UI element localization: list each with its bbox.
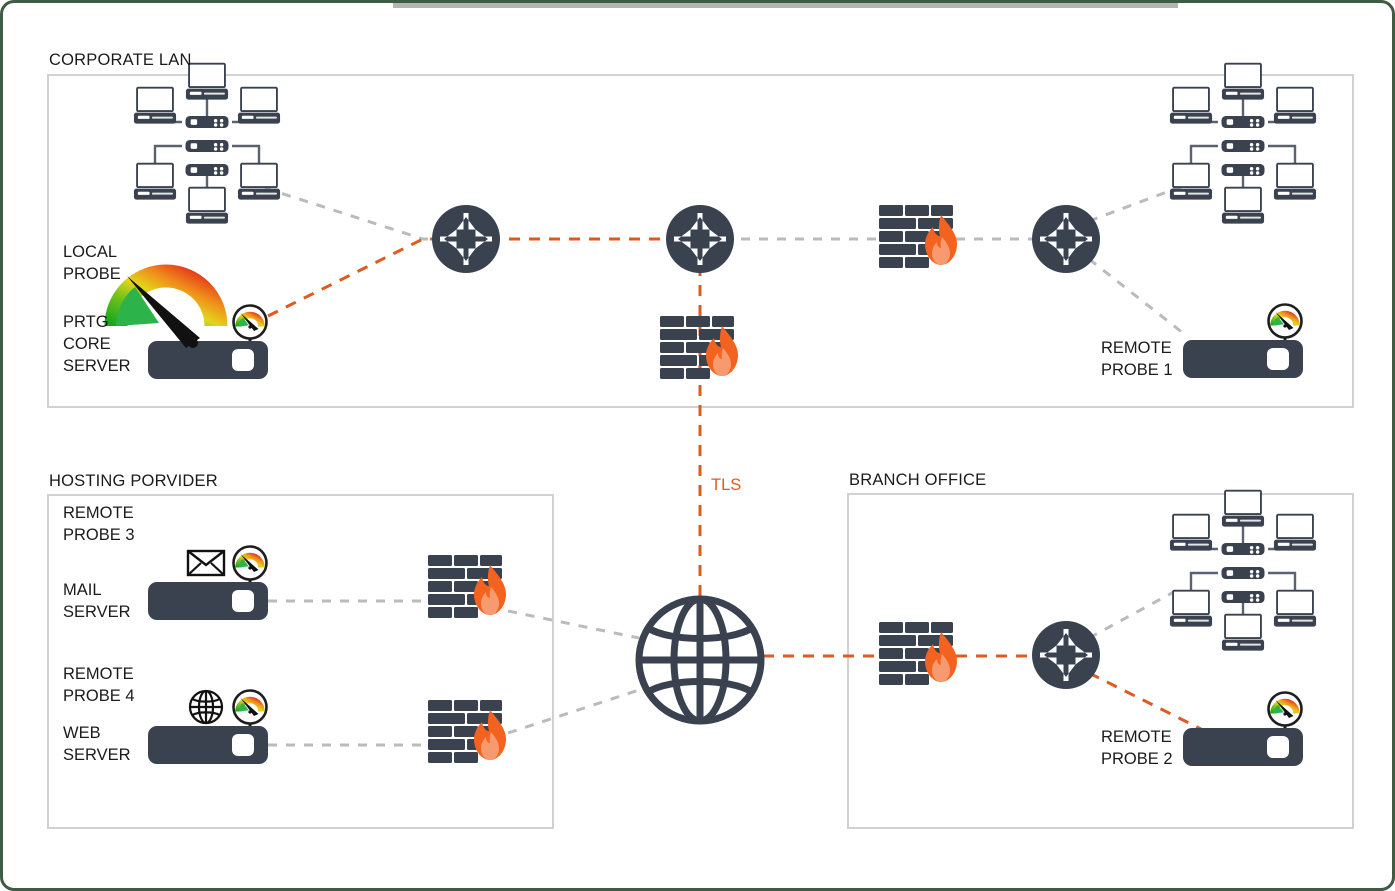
- edge-label-link-router2-globe-tls: TLS: [711, 476, 742, 494]
- node-sublabel-web-server: REMOTE PROBE 4: [63, 665, 135, 705]
- node-router-branch[interactable]: [1032, 621, 1100, 689]
- zone-title-hosting-provider: HOSTING PORVIDER: [49, 472, 218, 490]
- node-firewall-mail[interactable]: [428, 555, 506, 618]
- zone-title-corporate-lan: CORPORATE LAN: [49, 51, 192, 69]
- node-mail-server[interactable]: [148, 547, 268, 621]
- node-prtg-core-server[interactable]: [116, 276, 268, 379]
- diagram-svg: [47, 62, 1354, 829]
- node-label-prtg-core-server: PRTG CORE SERVER: [63, 313, 131, 375]
- link-routerb-probe2: [1088, 671, 1216, 738]
- node-remote-probe-1[interactable]: [1183, 305, 1303, 379]
- node-label-web-server: WEB SERVER: [63, 724, 131, 764]
- node-label-remote-probe-2: REMOTE PROBE 2: [1101, 728, 1173, 768]
- node-internet-globe[interactable]: [639, 599, 761, 721]
- link-firewall-web-globe: [507, 688, 640, 735]
- node-label-mail-server: MAIL SERVER: [63, 581, 131, 621]
- node-remote-probe-2[interactable]: [1183, 693, 1303, 767]
- node-firewall-branch[interactable]: [879, 622, 957, 685]
- link-routerr1-probe1: [1088, 257, 1184, 335]
- node-lan-cluster-remote[interactable]: [1169, 62, 1317, 225]
- bottom-scrollbar[interactable]: [393, 888, 1178, 890]
- node-firewall-web[interactable]: [428, 700, 506, 763]
- link-routerr1-cluster: [1088, 184, 1184, 223]
- node-router-core-2[interactable]: [666, 205, 734, 273]
- top-scrollbar[interactable]: [393, 3, 1178, 8]
- node-lan-cluster-branch[interactable]: [1169, 489, 1317, 652]
- diagram-canvas: CORPORATE LAN HOSTING PORVIDER BRANCH OFFI…: [3, 3, 1392, 888]
- node-router-remote-1[interactable]: [1032, 205, 1100, 273]
- node-firewall-lan-edge[interactable]: [879, 205, 957, 268]
- link-routerb-cluster: [1088, 586, 1182, 640]
- zone-title-branch-office: BRANCH OFFICE: [849, 471, 987, 489]
- zone-panel-hosting-provider: [47, 494, 554, 829]
- node-sublabel-mail-server: REMOTE PROBE 3: [63, 504, 135, 544]
- link-prtg-router1: [267, 237, 444, 318]
- link-firewall-mail-globe: [507, 609, 640, 640]
- link-hq-cluster-router1: [264, 186, 444, 241]
- node-lan-cluster-hq[interactable]: [133, 62, 281, 225]
- zone-panel-branch-office: [847, 493, 1354, 829]
- node-web-server[interactable]: [148, 691, 268, 765]
- device-nodes: [116, 62, 1317, 767]
- node-router-core-1[interactable]: [432, 205, 500, 273]
- node-firewall-core-wan[interactable]: [660, 316, 738, 379]
- zone-panels: [47, 74, 1354, 829]
- node-sublabel-prtg-core-server: LOCAL PROBE: [63, 243, 121, 283]
- node-label-remote-probe-1: REMOTE PROBE 1: [1101, 339, 1173, 379]
